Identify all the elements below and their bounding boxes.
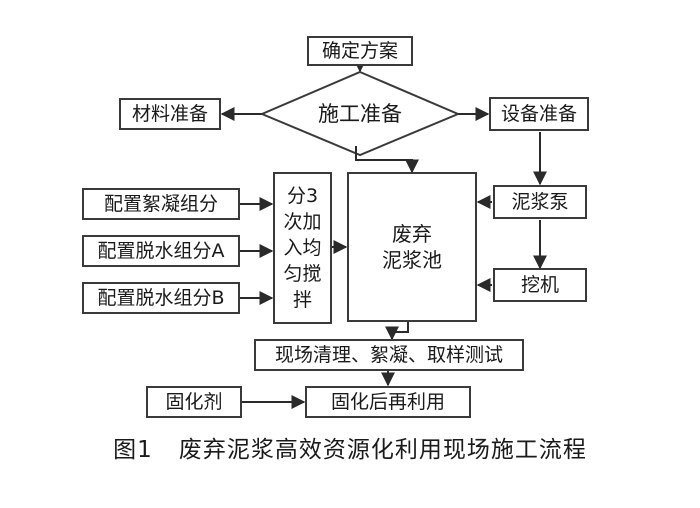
pool-line-2: 泥浆池 — [382, 248, 442, 272]
node-confirm-plan: 确定方案 — [307, 36, 413, 66]
arrow-pool-to-site — [385, 322, 409, 341]
node-flocculant: 配置絮凝组分 — [82, 188, 240, 220]
node-add-mix: 分3 次加 入均 匀搅 拌 — [273, 172, 332, 324]
add-mix-line-1: 分3 — [286, 185, 319, 207]
pool-line-1: 废弃 — [392, 222, 432, 246]
decision-diamond — [259, 70, 461, 157]
node-solidified-reuse: 固化后再利用 — [305, 386, 471, 418]
node-construction-prep: 施工准备 — [318, 102, 402, 126]
node-waste-slurry-pool: 废弃 泥浆池 — [347, 172, 477, 322]
add-mix-line-2: 次加 — [283, 211, 322, 233]
node-excavator: 挖机 — [493, 268, 587, 302]
arrow-prep-to-pool — [355, 146, 419, 174]
add-mix-line-5: 拌 — [292, 289, 312, 311]
figure-number: 图1 — [113, 437, 153, 463]
figure-caption: 图1 废弃泥浆高效资源化利用现场施工流程 — [0, 430, 700, 464]
add-mix-line-4: 匀搅 — [283, 263, 322, 285]
node-material-prep: 材料准备 — [119, 98, 221, 130]
add-mix-line-3: 入均 — [283, 237, 322, 259]
node-equipment-prep: 设备准备 — [489, 97, 589, 131]
node-dewater-b: 配置脱水组分B — [82, 282, 240, 314]
node-slurry-pump: 泥浆泵 — [493, 185, 587, 219]
node-site-operations: 现场清理、絮凝、取样测试 — [254, 339, 524, 371]
node-curing-agent: 固化剂 — [146, 386, 242, 418]
figure-title: 废弃泥浆高效资源化利用现场施工流程 — [178, 437, 587, 463]
node-dewater-a: 配置脱水组分A — [82, 235, 240, 267]
